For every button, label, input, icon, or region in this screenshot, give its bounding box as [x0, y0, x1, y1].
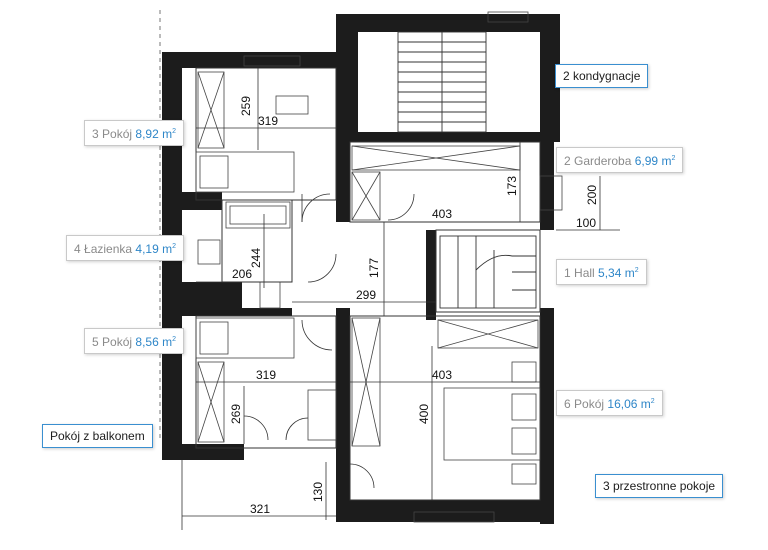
dim-garderoba-depth: 173 [505, 176, 519, 196]
room-number: 5 [92, 335, 99, 349]
dim-hall-depth: 177 [367, 258, 381, 278]
room-number: 1 [564, 266, 571, 280]
room-number: 4 [74, 242, 81, 256]
wall-right-lower [540, 308, 554, 524]
dimension-lines [181, 68, 620, 530]
room-number: 6 [564, 397, 571, 411]
room-area: 8,56 m2 [135, 335, 177, 349]
room-label-4: 4 Łazienka 4,19 m2 [66, 235, 185, 261]
note-spacious-rooms: 3 przestronne pokoje [595, 474, 724, 498]
wall-stair-left [426, 230, 436, 320]
room-number: 3 [92, 127, 99, 141]
room-name: Pokój [102, 335, 133, 349]
wall-mid-top [336, 132, 560, 142]
room-name: Garderoba [574, 154, 632, 168]
wall-room5-top [182, 308, 292, 316]
wall-tower-right [540, 14, 560, 140]
note-storeys: 2 kondygnacje [555, 64, 649, 88]
room-name: Łazienka [84, 242, 133, 256]
room-label-5: 5 Pokój 8,56 m2 [84, 328, 185, 354]
walls [162, 14, 560, 524]
room-area: 5,34 m2 [598, 266, 639, 280]
dim-balcony-depth: 130 [311, 482, 325, 502]
room-name: Pokój [574, 397, 605, 411]
wall-top-left [162, 52, 348, 68]
room-label-2: 2 Garderoba 6,99 m2 [556, 147, 684, 173]
wall-bottom-left [162, 444, 244, 460]
room-label-6: 6 Pokój 16,06 m2 [556, 390, 663, 416]
dim-room6-depth: 400 [417, 404, 431, 424]
room-label-3: 3 Pokój 8,92 m2 [84, 120, 185, 146]
dim-balcony-width: 321 [250, 502, 270, 516]
wall-right-upper [540, 140, 554, 230]
dim-horizontal-100: 100 [576, 216, 596, 230]
room-number: 2 [564, 154, 571, 168]
note-balcony-room: Pokój z balkonem [42, 424, 153, 448]
dim-hall-width: 299 [356, 288, 376, 302]
wall-tower-left [336, 14, 358, 134]
room-area: 16,06 m2 [607, 397, 655, 411]
furniture [195, 11, 563, 523]
dim-room5-depth: 269 [229, 404, 243, 424]
dim-garderoba-width: 403 [432, 207, 452, 221]
wall-bottom-right [336, 500, 554, 522]
dim-room5-width: 319 [256, 368, 276, 382]
room-area: 8,92 m2 [135, 127, 177, 141]
dim-room6-width: 403 [432, 368, 452, 382]
dim-room3-width: 319 [258, 114, 278, 128]
room-area: 4,19 m2 [135, 242, 177, 256]
doors [243, 193, 415, 489]
room-name: Pokój [102, 127, 133, 141]
dim-bath-depth: 244 [249, 248, 263, 268]
dim-bath-width: 206 [232, 267, 252, 281]
wall-tower-top [336, 14, 560, 32]
wall-bottom-corridor [336, 446, 350, 520]
wall-bath-left [182, 192, 222, 210]
stairs [397, 31, 537, 309]
room-name: Hall [574, 266, 595, 280]
room-label-1: 1 Hall 5,34 m2 [556, 259, 647, 285]
wall-bath-bottom [182, 282, 242, 312]
wall-corridor-left [336, 308, 350, 464]
dim-vertical-200: 200 [585, 185, 599, 205]
dim-room3-depth: 259 [239, 96, 253, 116]
room-area: 6,99 m2 [634, 154, 676, 168]
wall-garderoba-left [336, 142, 350, 222]
